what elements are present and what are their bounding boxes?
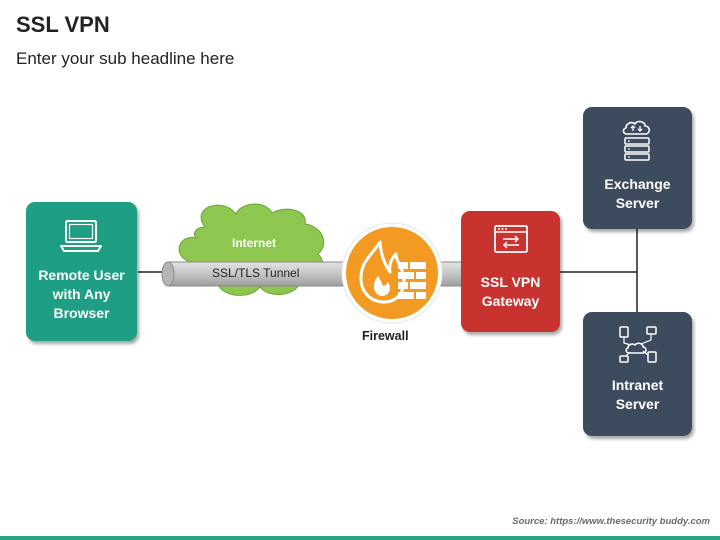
network-nodes-icon xyxy=(619,326,657,363)
intranet-server-label-line-1: Intranet xyxy=(611,377,664,393)
intranet-server-card: Intranet Server xyxy=(583,312,692,436)
vpn-gateway-label-line-1: SSL VPN xyxy=(480,274,541,290)
firewall-node xyxy=(341,222,443,324)
intranet-server-label-line-2: Server xyxy=(615,395,660,412)
remote-user-label-line-1: Remote User xyxy=(38,267,125,283)
laptop-icon xyxy=(60,220,102,252)
bottom-accent-bar xyxy=(0,536,720,540)
remote-user-label-line-2: with Any xyxy=(52,285,111,302)
remote-user-card: Remote User with Any Browser xyxy=(26,202,137,341)
source-citation: Source: https://www.thesecurity buddy.co… xyxy=(512,516,710,527)
cloud-server-icon xyxy=(622,120,651,161)
exchange-server-label-line-1: Exchange xyxy=(604,176,671,192)
browser-exchange-icon xyxy=(494,225,528,253)
page-subtitle: Enter your sub headline here xyxy=(16,49,235,68)
vpn-gateway-card: SSL VPN Gateway xyxy=(461,211,560,332)
page-title: SSL VPN xyxy=(16,12,110,37)
flame-wall-icon xyxy=(359,240,426,304)
internet-label: Internet xyxy=(232,236,277,250)
tunnel-label: SSL/TLS Tunnel xyxy=(212,266,300,280)
remote-user-label-line-3: Browser xyxy=(53,304,110,321)
vpn-gateway-label-line-2: Gateway xyxy=(481,292,540,309)
exchange-server-card: Exchange Server xyxy=(583,107,692,229)
firewall-label: Firewall xyxy=(362,329,409,343)
exchange-server-label-line-2: Server xyxy=(615,194,660,211)
